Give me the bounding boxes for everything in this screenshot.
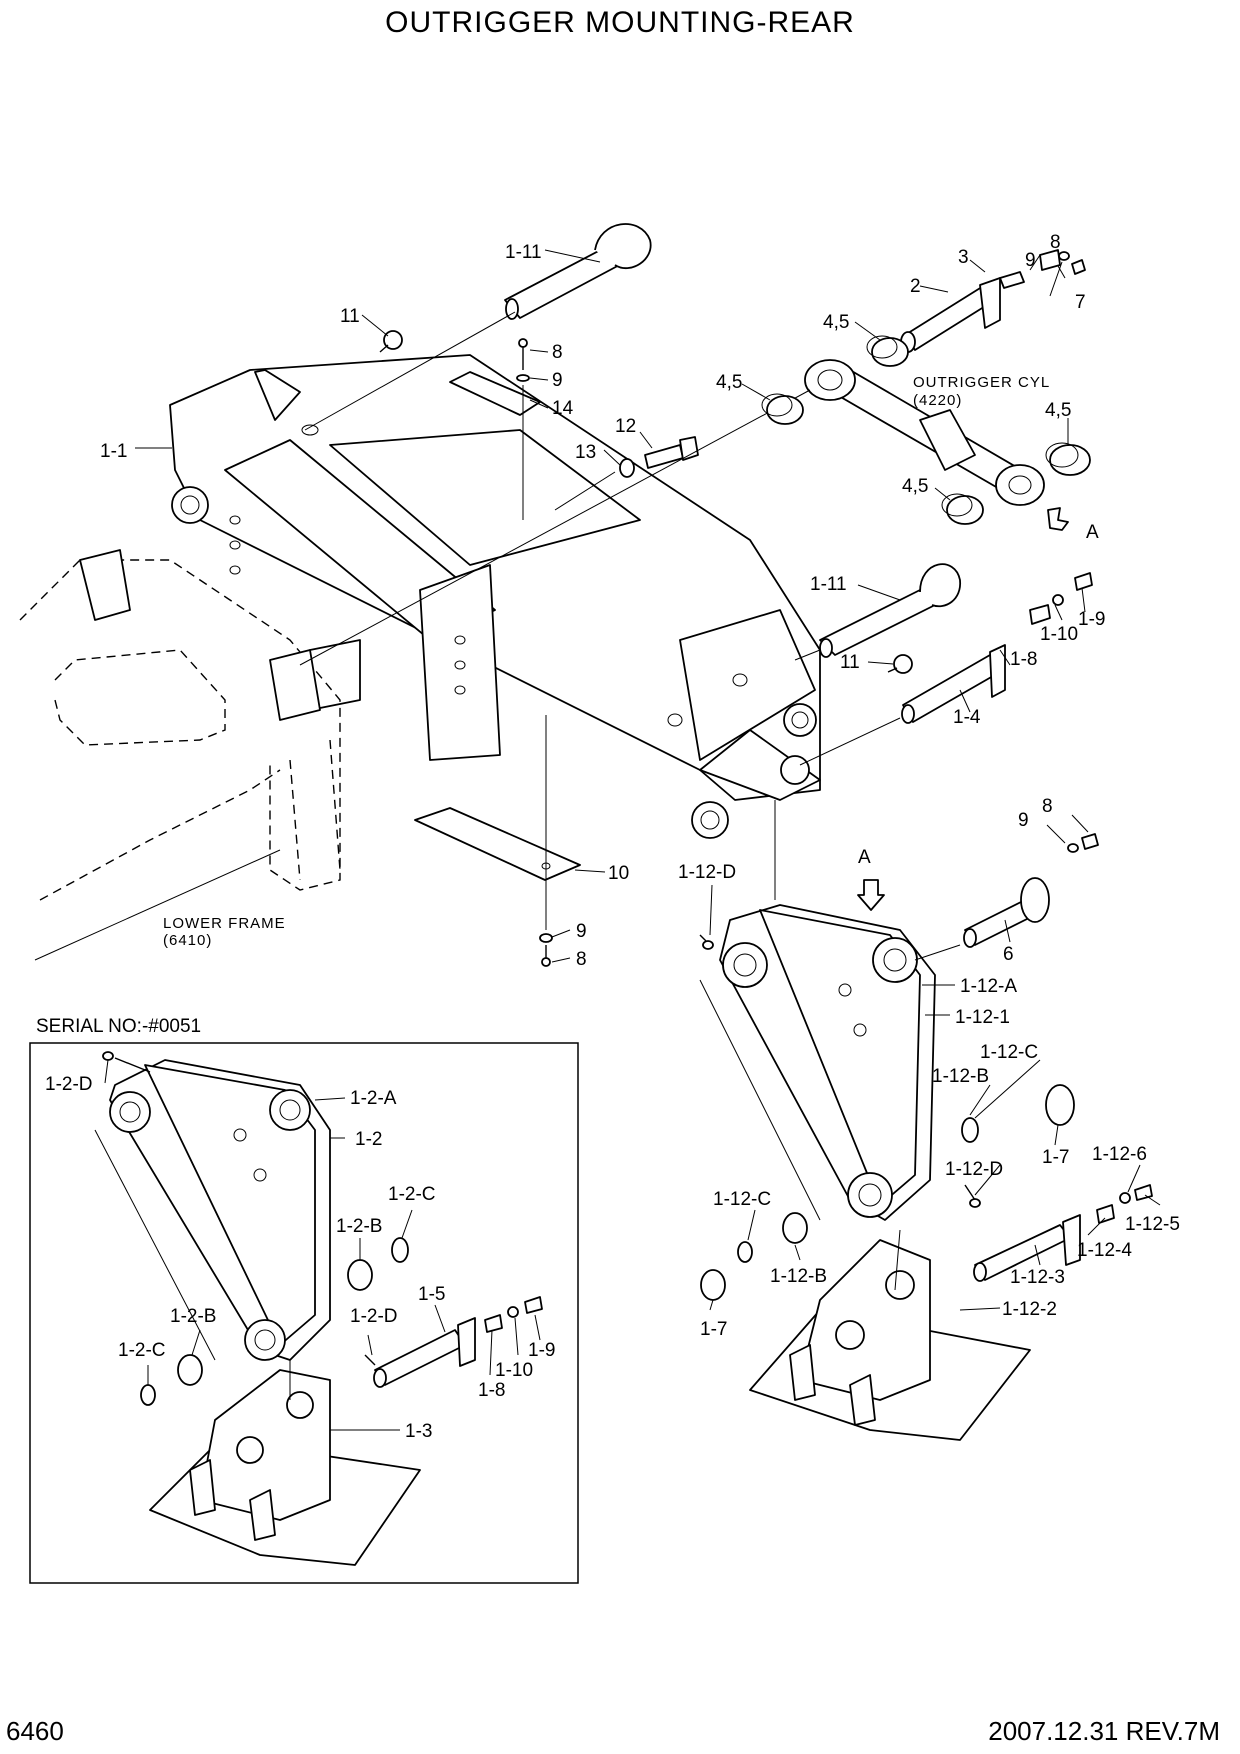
callout-1-2-c-left: 1-2-C [118,1340,166,1361]
leader-lines [104,249,1161,1431]
bolt-12 [554,436,699,511]
callout-4-5-a: 4,5 [823,312,849,333]
callout-1-12-4: 1-12-4 [1077,1240,1132,1261]
lower-frame-code: (6410) [163,932,212,949]
page-title: OUTRIGGER MOUNTING-REAR [385,6,855,39]
callout-9-pin: 9 [1025,250,1036,271]
callout-1-12-2: 1-12-2 [1002,1299,1057,1320]
callout-1-7-right: 1-7 [1042,1147,1069,1168]
callout-1-12-1: 1-12-1 [955,1007,1010,1028]
callout-1-12-b-left: 1-12-B [770,1266,827,1287]
pin-1-11-mid [819,563,961,658]
callout-1-12-5: 1-12-5 [1125,1214,1180,1235]
bolt-11-mid [887,654,913,674]
callout-11-upper: 11 [340,306,360,327]
outrigger-cyl-code: (4220) [913,392,962,409]
callout-8-plate: 8 [552,342,563,363]
callout-1-11-mid: 1-11 [810,574,847,595]
snap-rings-4-5 [761,335,1091,525]
callout-1-10: 1-10 [1040,624,1078,645]
bolt-11-upper [379,330,403,353]
callout-1-9-inset: 1-9 [528,1340,555,1361]
outrigger-cyl-note: OUTRIGGER CYL [913,374,1050,391]
callout-1-2-b-left: 1-2-B [170,1306,216,1327]
lower-frame-note: LOWER FRAME [163,915,286,932]
bracket-1-12-1 [699,904,936,1221]
callout-2: 2 [910,276,921,297]
view-a-arrows [857,507,1069,911]
arrow-a-label: A [1086,522,1099,543]
callout-1-12-d-top: 1-12-D [678,862,736,883]
callout-1-7-left: 1-7 [700,1319,727,1340]
callout-9-plate: 9 [552,370,563,391]
callout-1-3: 1-3 [405,1421,432,1442]
callout-1-12-3: 1-12-3 [1010,1267,1065,1288]
callout-1-10-inset: 1-10 [495,1360,533,1381]
callout-1-8: 1-8 [1010,649,1037,670]
page-number: 6460 [6,1716,64,1746]
pad-1-12-2 [749,1239,1031,1441]
callout-1-12-d-right: 1-12-D [945,1159,1003,1180]
callout-3: 3 [958,247,969,268]
bracket-small-parts [699,934,1153,1301]
callout-8-right: 8 [1042,796,1053,817]
pin-1-11-upper [504,223,652,320]
outrigger-cylinder [804,359,1045,506]
callout-4-5-c: 4,5 [1045,400,1071,421]
callout-1-2-b-right: 1-2-B [336,1216,382,1237]
callout-labels: 1-11 11 1-1 8 9 14 12 13 3 2 9 8 7 4,5 4… [36,232,1180,1442]
pin-6 [963,833,1099,948]
outrigger-frame [169,354,821,839]
callout-1-12-c-left: 1-12-C [713,1189,771,1210]
callout-12: 12 [615,416,636,437]
callout-1-12-b-right: 1-12-B [932,1066,989,1087]
callout-1-8-inset: 1-8 [478,1380,505,1401]
lower-frame [19,549,341,961]
callout-1-9: 1-9 [1078,609,1105,630]
callout-11-mid: 11 [840,652,860,673]
callout-1-12-c-right: 1-12-C [980,1042,1038,1063]
callout-14: 14 [552,398,574,419]
callout-4-5-b: 4,5 [716,372,742,393]
plate-14 [449,338,541,520]
callout-1-2-d-top: 1-2-D [45,1074,93,1095]
callout-9-bottom: 9 [576,921,587,942]
callout-8-bottom: 8 [576,949,587,970]
callout-4-5-d: 4,5 [902,476,928,497]
callout-1-4: 1-4 [953,707,981,728]
callout-1-11-upper: 1-11 [505,242,542,263]
serial-inset-frame [29,1042,579,1584]
callout-1-2-d-mid: 1-2-D [350,1306,398,1327]
callout-1-12-6: 1-12-6 [1092,1144,1147,1165]
bracket-1-2 [94,1051,331,1361]
callout-1-12-a: 1-12-A [960,976,1017,997]
callout-9-right: 9 [1018,810,1029,831]
pad-1-3 [149,1369,421,1566]
callout-1-2-c-right: 1-2-C [388,1184,436,1205]
callout-10: 10 [608,863,629,884]
pin-2 [900,249,1086,353]
callout-8-pin: 8 [1050,232,1061,253]
callout-6: 6 [1003,944,1014,965]
callout-1-2-a: 1-2-A [350,1088,397,1109]
pin-1-4 [901,572,1093,724]
callout-1-1: 1-1 [100,441,127,462]
revision-date: 2007.12.31 REV.7M [988,1716,1220,1746]
callout-7: 7 [1075,292,1086,313]
plate-10 [414,715,581,967]
callout-1-2: 1-2 [355,1129,382,1150]
callout-1-5: 1-5 [418,1284,445,1305]
callout-13: 13 [575,442,596,463]
serial-note: SERIAL NO:-#0051 [36,1016,201,1037]
view-a-label: A [858,847,871,868]
